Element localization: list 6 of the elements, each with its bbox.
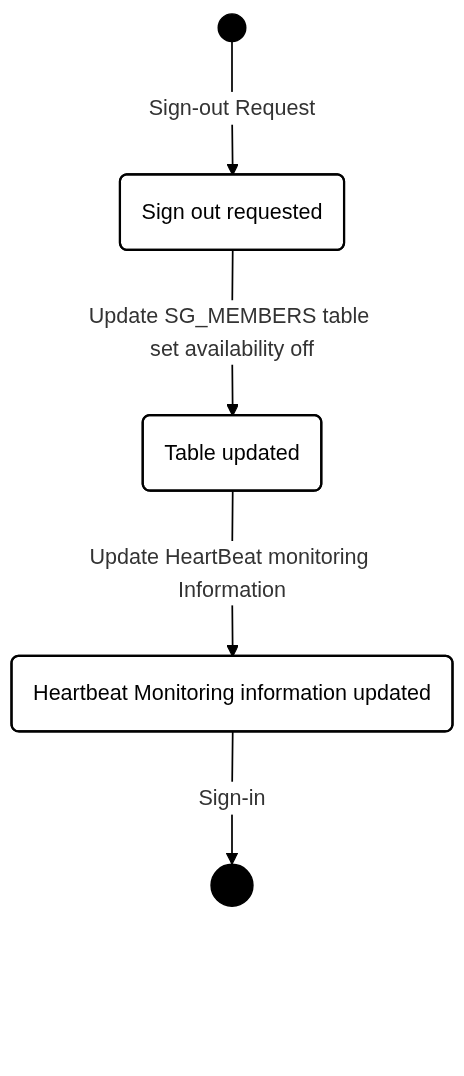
edge-label: Update HeartBeat monitoring Information (89, 543, 369, 601)
node-circle (217, 13, 247, 43)
edge-label: Sign-out Request (148, 94, 316, 120)
edge-label: Sign-in (198, 784, 266, 809)
edge-label: Update SG_MEMBERS table set availability off (88, 303, 370, 360)
node-circle (210, 863, 254, 907)
